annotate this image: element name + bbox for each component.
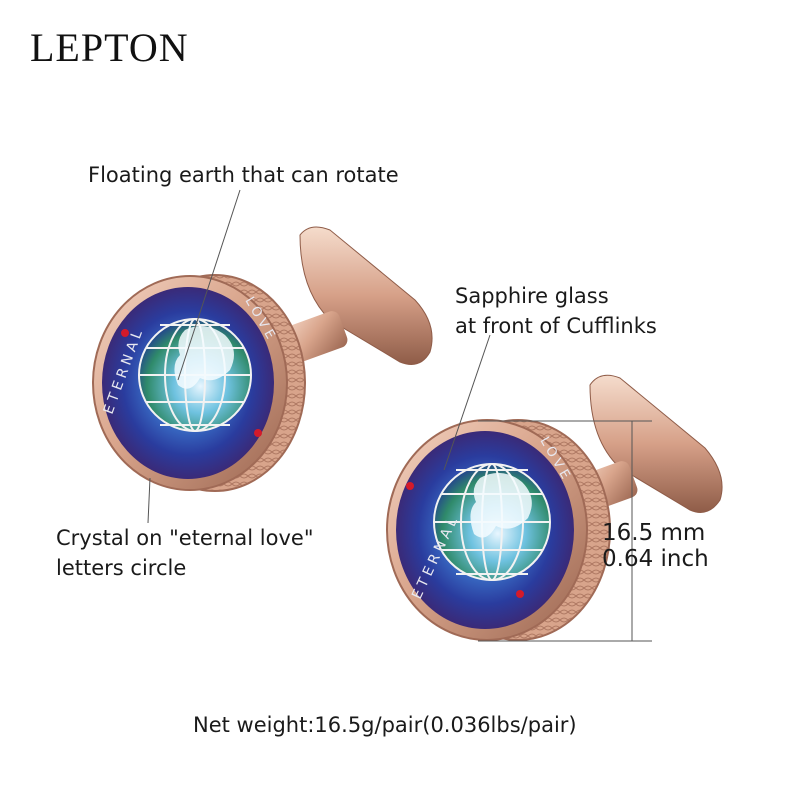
callout-sapphire-line1: Sapphire glass	[455, 284, 609, 308]
dimension-inch: 0.64 inch	[602, 546, 709, 572]
dimension-label: 16.5 mm 0.64 inch	[602, 520, 709, 572]
dimension-mm: 16.5 mm	[602, 520, 706, 546]
cufflink-right: ETERNAL LOVE	[386, 374, 723, 641]
callout-floating-earth: Floating earth that can rotate	[88, 163, 399, 187]
cufflink-left: ETERNAL LOVE	[92, 226, 433, 492]
callout-crystal-line2: letters circle	[56, 556, 187, 580]
callout-sapphire-line2: at front of Cufflinks	[455, 314, 657, 338]
callout-crystal: Crystal on "eternal love" letters circle	[56, 523, 314, 583]
callout-sapphire-glass: Sapphire glass at front of Cufflinks	[455, 281, 657, 341]
brand-logo: LEPTON	[30, 25, 189, 70]
net-weight-caption: Net weight:16.5g/pair(0.036lbs/pair)	[193, 713, 577, 737]
callout-crystal-line1: Crystal on "eternal love"	[56, 526, 314, 550]
callout-leaders	[147, 189, 652, 642]
